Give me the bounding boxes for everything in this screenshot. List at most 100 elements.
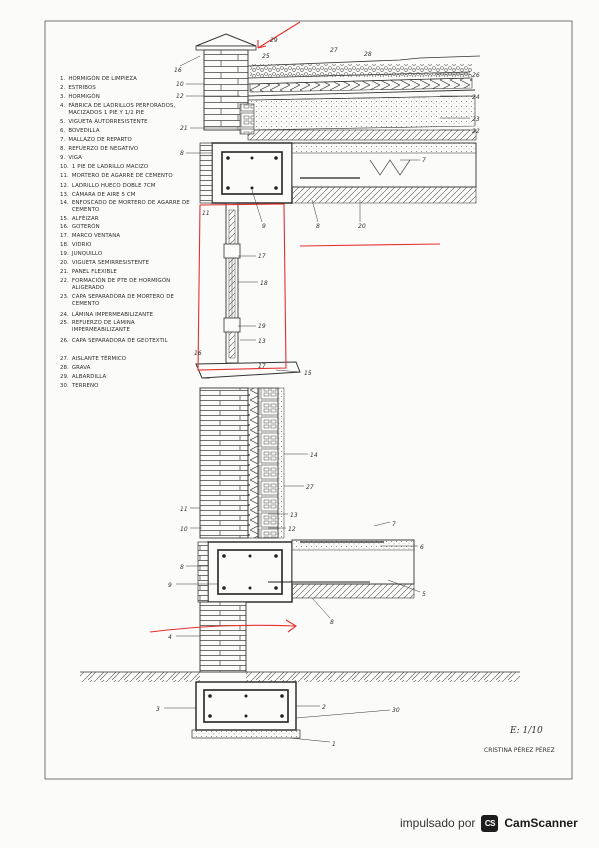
legend-text: Alféizar [71, 216, 99, 222]
callout-5: 5 [422, 591, 426, 598]
callout-17-b: 17 [258, 363, 266, 370]
legend-item: 16.Goterón [60, 224, 100, 231]
legend-number: 27. [60, 356, 69, 362]
footer-prefix: impulsado por [400, 816, 476, 830]
legend-number: 12. [60, 183, 69, 189]
legend-item: 28.Grava [60, 365, 90, 372]
legend-number: 6. [60, 128, 66, 134]
legend-item: 27.Aislante térmico [60, 356, 126, 363]
legend-text: Formación de pte de hormigón aligerado [71, 278, 171, 292]
legend-text: Fábrica de ladrillos perforados, macizad… [68, 103, 176, 117]
legend-text: Mallazo de reparto [68, 137, 132, 143]
legend-text: Vigueta autorresistente [68, 119, 148, 125]
legend-text: Panel flexible [71, 269, 117, 275]
legend-number: 11. [60, 173, 69, 179]
legend-number: 25. [60, 320, 69, 326]
camscanner-brand: CamScanner [504, 816, 578, 830]
legend-text: Hormigón [68, 94, 100, 100]
legend-text: Viga [68, 155, 82, 161]
callout-25: 25 [262, 53, 270, 60]
legend-number: 8. [60, 146, 66, 152]
legend-text: Vigueta semirresistente [71, 260, 150, 266]
callout-16-b: 16 [194, 350, 202, 357]
callout-numbers: 29 25 27 28 16 10 26 24 12 23 22 21 8 7 … [156, 37, 480, 748]
legend-number: 22. [60, 278, 69, 284]
legend-item: 24.Lámina impermeabilizante [60, 312, 153, 319]
legend-text: Junquillo [71, 251, 103, 257]
window-frame [223, 202, 241, 364]
air-cavity [247, 387, 259, 539]
legend-item: 2.Estribos [60, 85, 96, 92]
callout-8-b: 8 [316, 223, 320, 230]
callout-10: 10 [176, 81, 184, 88]
legend-text: Bovedilla [68, 128, 100, 134]
callout-26: 26 [472, 72, 480, 79]
camscanner-logo-icon: CS [481, 814, 499, 832]
legend-number: 28. [60, 365, 69, 371]
legend-number: 24. [60, 312, 69, 318]
legend-item: 4.Fábrica de ladrillos perforados, maciz… [60, 103, 186, 118]
legend-text: Grava [71, 365, 91, 371]
legend-item: 15.Alféizar [60, 216, 99, 223]
callout-13-b: 13 [290, 512, 298, 519]
legend-number: 14. [60, 200, 69, 206]
legend-number: 23. [60, 294, 69, 300]
callout-10-b: 10 [180, 526, 188, 533]
callout-7-b: 7 [392, 521, 396, 528]
legend-text: Vidrio [71, 242, 92, 248]
callout-13: 13 [258, 338, 266, 345]
legend-item: 13.Cámara de aire 5 cm [60, 192, 135, 199]
legend-number: 1. [60, 76, 66, 82]
legend-number: 7. [60, 137, 66, 143]
legend-number: 21. [60, 269, 69, 275]
callout-7: 7 [422, 157, 426, 164]
legend-text: Terreno [71, 383, 99, 389]
parapet-coping [195, 33, 257, 51]
legend-text: Refuerzo de negativo [68, 146, 139, 152]
legend-item: 12.Ladrillo hueco doble 7cm [60, 183, 156, 190]
callout-15: 15 [304, 370, 312, 377]
camscanner-footer: impulsado por CS CamScanner [400, 814, 578, 832]
red-markup [149, 21, 441, 633]
legend-text: Refuerzo de lámina impermeabilizante [71, 320, 135, 334]
legend-text: Marco ventana [71, 233, 121, 239]
callout-11-b: 11 [180, 506, 188, 513]
legend-number: 29. [60, 374, 69, 380]
legend-item: 22.Formación de pte de hormigón aligerad… [60, 278, 190, 293]
legend-text: 1 pie de ladrillo macizo [71, 164, 149, 170]
legend-text: Capa separadora de mortero de cemento [71, 294, 174, 308]
callout-2: 2 [322, 704, 326, 711]
legend-item: 1.Hormigón de limpieza [60, 76, 137, 83]
legend-number: 20. [60, 260, 69, 266]
callout-14: 14 [310, 452, 318, 459]
legend-text: Cámara de aire 5 cm [71, 192, 136, 198]
legend-item: 26.Capa separadora de geotextil [60, 338, 190, 345]
callout-17: 17 [258, 253, 266, 260]
callout-8: 8 [180, 150, 184, 157]
inner-hollow-brick [257, 387, 279, 539]
legend-item: 21.Panel flexible [60, 269, 117, 276]
legend-number: 17. [60, 233, 69, 239]
legend-item: 5.Vigueta autorresistente [60, 119, 148, 126]
legend-item: 25.Refuerzo de lámina impermeabilizante [60, 320, 190, 335]
legend-number: 10. [60, 164, 69, 170]
legend-item: 20.Vigueta semirresistente [60, 260, 149, 267]
callout-30: 30 [392, 707, 400, 714]
legend-item: 10.1 pie de ladrillo macizo [60, 164, 148, 171]
legend-item: 23.Capa separadora de mortero de cemento [60, 294, 190, 309]
legend-text: Mortero de agarre de cemento [71, 173, 173, 179]
legend-text: Ladrillo hueco doble 7cm [71, 183, 156, 189]
callout-20: 20 [358, 223, 366, 230]
callout-29: 29 [270, 37, 278, 44]
roof-layers [247, 55, 481, 141]
callout-28: 28 [364, 51, 372, 58]
legend-number: 9. [60, 155, 66, 161]
callout-4: 4 [168, 634, 172, 641]
callout-23: 23 [472, 116, 480, 123]
legend-number: 5. [60, 119, 66, 125]
legend-number: 4. [60, 103, 66, 109]
legend-item: 9.Viga [60, 155, 82, 162]
callout-24: 24 [472, 94, 480, 101]
ground [80, 671, 520, 682]
